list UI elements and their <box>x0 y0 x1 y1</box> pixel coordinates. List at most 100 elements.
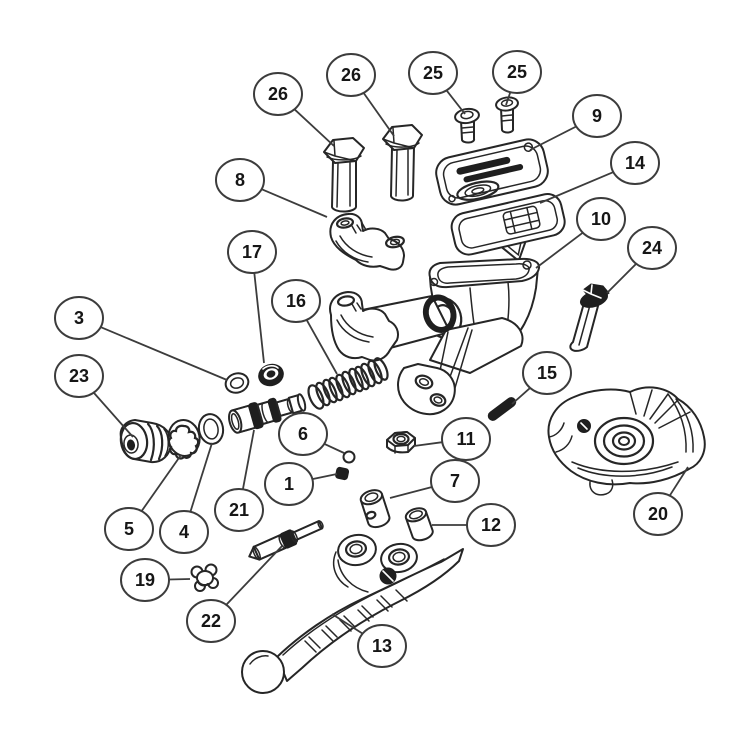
callout-leader-line <box>505 91 512 106</box>
callout-leader-line <box>511 387 531 405</box>
part-washer-3 <box>224 372 250 394</box>
callout-16: 16 <box>271 279 338 375</box>
part-oring-4 <box>197 413 225 445</box>
callout-22: 22 <box>186 544 284 643</box>
callout-number: 14 <box>625 153 645 173</box>
callout-leader-line <box>535 231 584 269</box>
part-diaphragm-14 <box>450 193 566 262</box>
part-reservoir-cap-9 <box>435 138 549 206</box>
callout-leader-line <box>331 613 364 635</box>
callout-balloon <box>430 459 480 503</box>
callout-number: 3 <box>74 308 84 328</box>
part-nut-11 <box>386 431 416 454</box>
callout-number: 5 <box>124 519 134 539</box>
part-hex-bolt-26-left <box>323 137 365 213</box>
callout-leader-line <box>362 92 395 137</box>
callout-9: 9 <box>529 94 622 151</box>
callout-10: 10 <box>535 197 626 269</box>
callout-balloon <box>466 503 516 547</box>
callout-number: 25 <box>507 62 527 82</box>
part-pushrod-22 <box>248 520 324 561</box>
callout-15: 15 <box>511 351 572 405</box>
callout-4: 4 <box>159 442 213 554</box>
callout-number: 13 <box>372 636 392 656</box>
callout-balloon <box>54 354 104 398</box>
callout-balloon <box>627 226 677 270</box>
callout-3: 3 <box>54 296 228 381</box>
callout-balloon <box>264 462 314 506</box>
callout-number: 16 <box>286 291 306 311</box>
callout-balloon <box>326 53 376 97</box>
callout-balloon <box>441 417 491 461</box>
part-cover-20 <box>547 386 706 496</box>
callout-number: 26 <box>268 84 288 104</box>
cap-warning-text-strip <box>456 156 511 175</box>
callout-balloon <box>522 351 572 395</box>
callout-leader-line <box>413 441 443 447</box>
part-nut-17 <box>258 363 284 387</box>
callout-number: 10 <box>591 209 611 229</box>
callout-balloon <box>215 158 265 202</box>
callout-balloon <box>253 72 303 116</box>
callout-number: 17 <box>242 242 262 262</box>
callout-number: 9 <box>592 106 602 126</box>
callout-leader-line <box>189 442 213 513</box>
callout-balloon <box>357 624 407 668</box>
callout-balloon <box>492 50 542 94</box>
callout-number: 15 <box>537 363 557 383</box>
bore-opening <box>422 294 457 333</box>
callout-balloon <box>54 296 104 340</box>
callout-leader-line <box>606 263 637 294</box>
callout-26: 26 <box>253 72 335 147</box>
part-ball-6 <box>342 450 356 464</box>
part-lever-13 <box>241 533 464 694</box>
part-pin-15 <box>487 397 517 421</box>
part-spring-16 <box>307 357 389 410</box>
callout-balloon <box>214 488 264 532</box>
callout-leader-line <box>293 108 335 147</box>
part-master-cylinder-body <box>329 291 524 416</box>
callout-1: 1 <box>264 462 338 506</box>
callout-12: 12 <box>432 503 516 547</box>
callout-24: 24 <box>606 226 677 294</box>
part-spline-washer-5 <box>167 419 201 460</box>
part-bushing-7 <box>359 489 391 529</box>
callout-number: 12 <box>481 515 501 535</box>
callout-14: 14 <box>539 141 660 204</box>
part-bushing-12 <box>404 507 434 542</box>
callout-number: 8 <box>235 170 245 190</box>
part-hex-bolt-26-right <box>382 124 423 202</box>
callout-leader-line <box>539 171 614 204</box>
callout-number: 26 <box>341 65 361 85</box>
callout-number: 4 <box>179 522 189 542</box>
cap-warning-text-strip <box>463 164 524 183</box>
callout-balloon <box>633 492 683 536</box>
callout-21: 21 <box>214 429 264 532</box>
callout-13: 13 <box>331 613 407 668</box>
callout-balloon <box>278 412 328 456</box>
callout-balloon <box>271 279 321 323</box>
callout-leader-line <box>140 454 182 512</box>
callout-balloon <box>576 197 626 241</box>
part-clamp-half-8 <box>329 212 405 271</box>
callout-leader-line <box>323 442 345 454</box>
callout-balloon <box>227 230 277 274</box>
part-adjuster-knob-23 <box>119 419 173 464</box>
callout-leader-line <box>168 578 191 581</box>
callout-number: 24 <box>642 238 662 258</box>
part-insert-1 <box>335 466 350 481</box>
part-bolt-24 <box>569 283 610 352</box>
callout-7: 7 <box>389 459 480 503</box>
callout-leader-line <box>305 319 338 375</box>
callout-20: 20 <box>633 466 689 536</box>
callout-11: 11 <box>413 417 491 461</box>
callout-balloon <box>186 599 236 643</box>
callout-leader-line <box>93 392 134 438</box>
callout-leader-line <box>445 89 466 115</box>
part-socket-19 <box>190 563 219 592</box>
callout-leader-line <box>668 466 689 497</box>
callout-leader-line <box>389 486 433 499</box>
callout-leader-line <box>312 473 338 480</box>
part-screw-25-left <box>454 107 480 144</box>
